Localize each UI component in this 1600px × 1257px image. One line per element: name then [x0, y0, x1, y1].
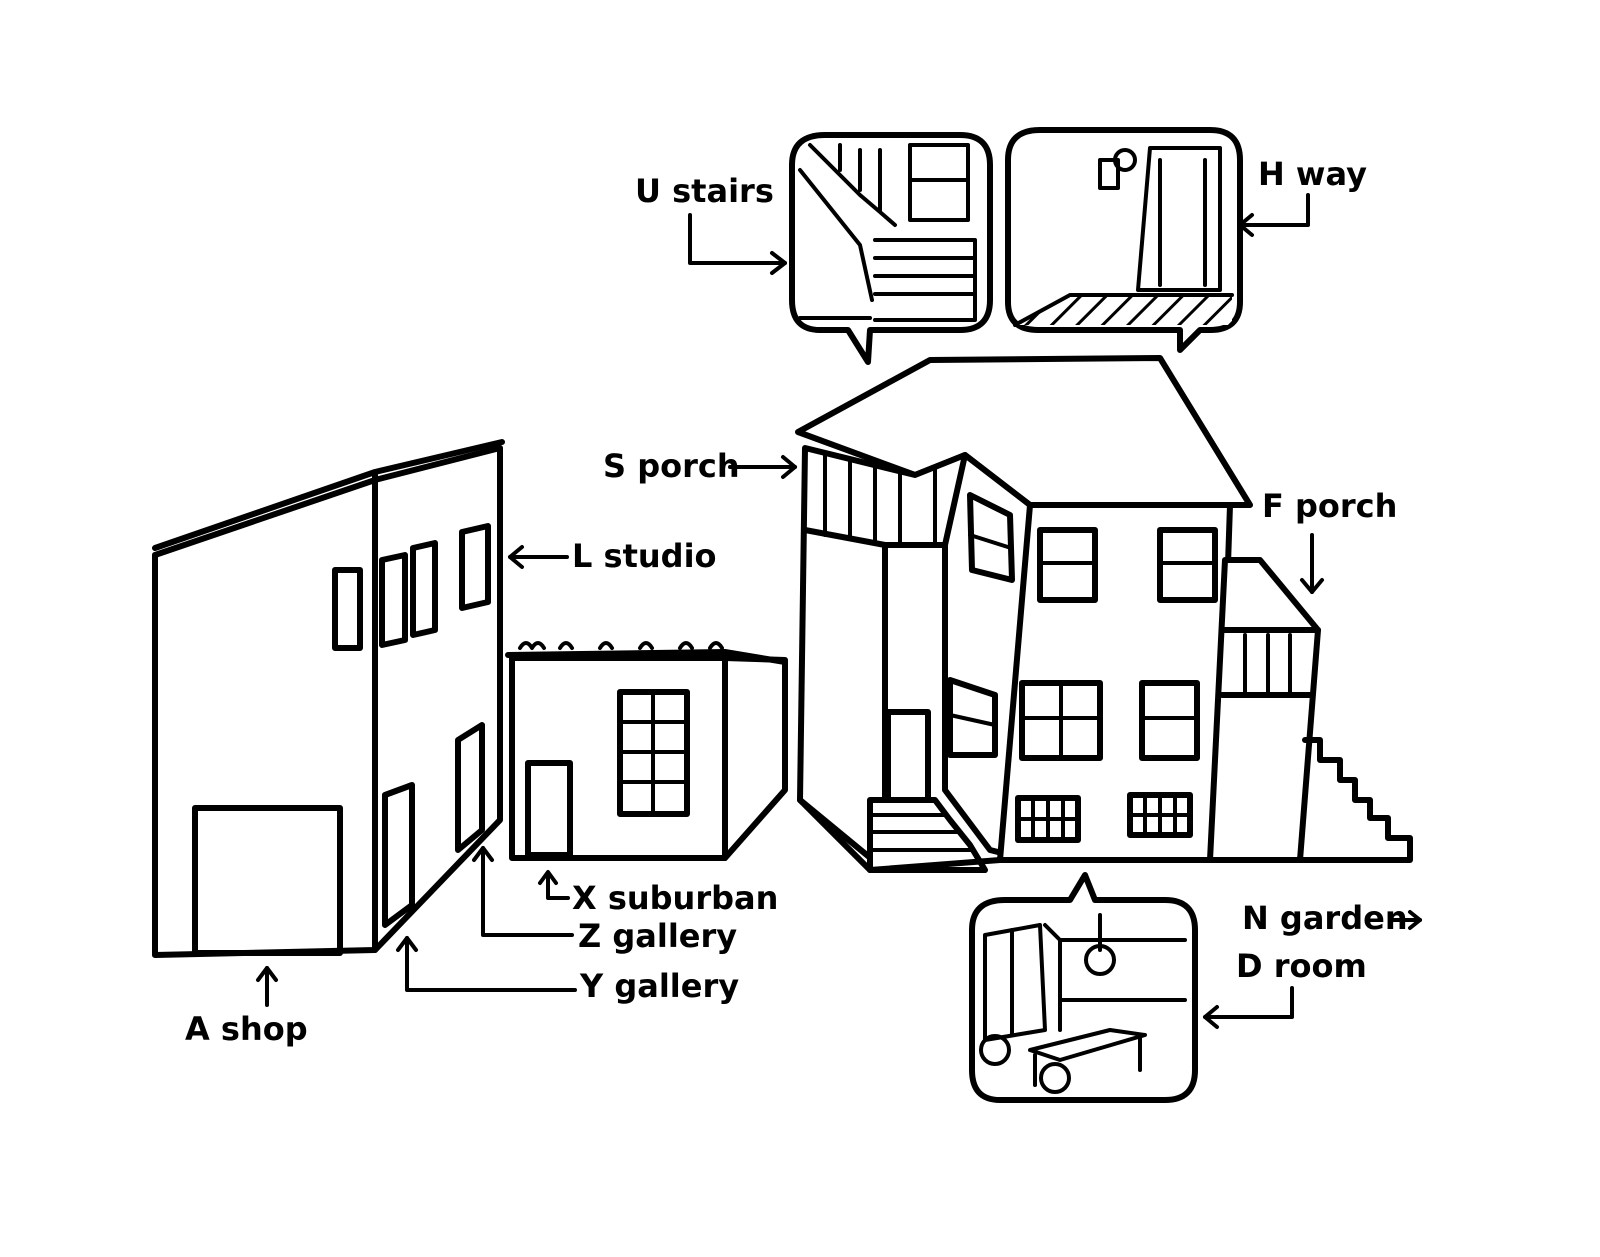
dining-room-bubble	[969, 872, 1198, 1103]
label-l-studio: L studio	[572, 537, 717, 575]
label-s-porch: S porch	[603, 447, 740, 485]
label-h-way: H way	[1258, 155, 1367, 193]
label-y-gallery: Y gallery	[580, 967, 740, 1005]
label-n-garden: N garden	[1242, 899, 1408, 937]
label-f-porch: F porch	[1262, 487, 1398, 525]
suburban-building	[505, 641, 788, 861]
label-z-gallery: Z gallery	[578, 917, 738, 955]
hallway-bubble	[1005, 127, 1243, 353]
label-a-shop: A shop	[185, 1010, 308, 1048]
label-u-stairs: U stairs	[635, 172, 774, 210]
stairs-bubble	[789, 132, 993, 365]
label-x-suburban: X suburban	[572, 879, 779, 917]
tall-building	[152, 439, 505, 958]
main-house	[795, 355, 1413, 873]
annotation-arrows	[256, 193, 1422, 1029]
label-d-room: D room	[1236, 947, 1367, 985]
